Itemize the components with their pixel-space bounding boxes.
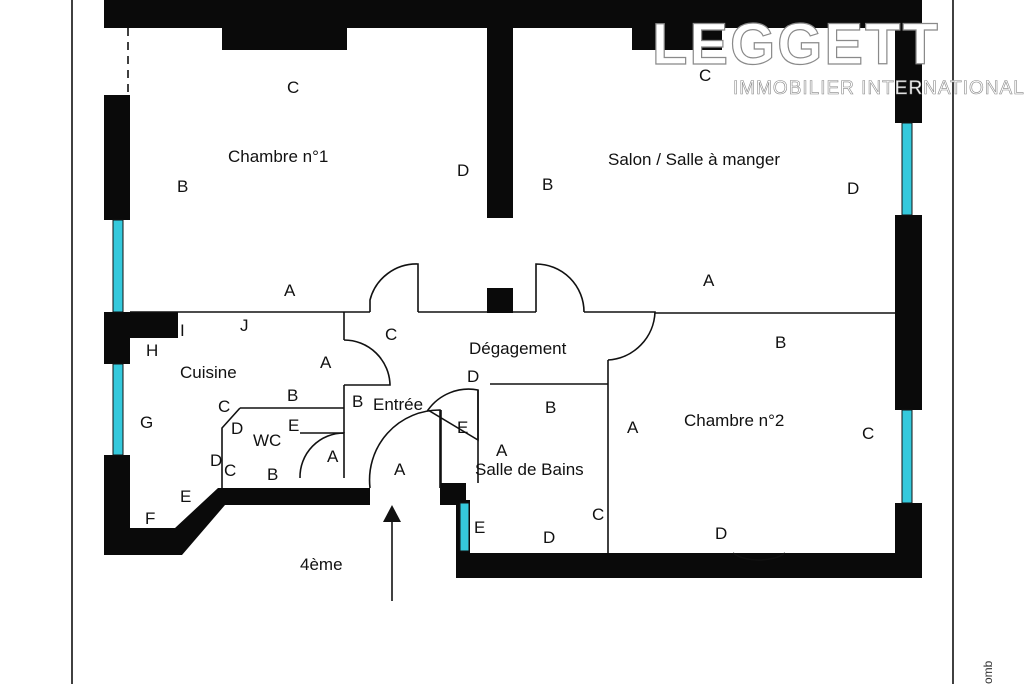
wall-label: C: [224, 461, 236, 480]
wall-labels: C B D A C B D A I J H A B C G D C E F D …: [140, 66, 874, 547]
wall-label: C: [699, 66, 711, 85]
room-salle-de-bains: Salle de Bains: [475, 460, 584, 479]
wall-label: A: [496, 441, 508, 460]
wall-label: E: [474, 518, 485, 537]
room-wc: WC: [253, 431, 281, 450]
room-cuisine: Cuisine: [180, 363, 237, 382]
wall-label: B: [177, 177, 188, 196]
wall-label: A: [327, 447, 339, 466]
wall-label: D: [231, 419, 243, 438]
wall-label: B: [287, 386, 298, 405]
wall-label: C: [862, 424, 874, 443]
wall-label: G: [140, 413, 153, 432]
doors: [299, 263, 786, 561]
room-salon: Salon / Salle à manger: [608, 150, 780, 169]
wall-label: F: [145, 509, 155, 528]
wall-label: A: [703, 271, 715, 290]
wall-label: D: [847, 179, 859, 198]
wall-label: B: [267, 465, 278, 484]
wall-label: B: [775, 333, 786, 352]
room-chambre-2: Chambre n°2: [684, 411, 784, 430]
logo-name: LEGGETT: [652, 12, 940, 77]
wall-label: B: [542, 175, 553, 194]
leggett-logo: LEGGETT IMMOBILIER INTERNATIONAL: [651, 11, 1024, 99]
wall-label: B: [545, 398, 556, 417]
wall-label: D: [467, 367, 479, 386]
wall-label: D: [210, 451, 222, 470]
wall-label: J: [240, 316, 249, 335]
wall-label: A: [320, 353, 332, 372]
wall-label: C: [218, 397, 230, 416]
wall-label: C: [287, 78, 299, 97]
wall-label: I: [180, 321, 185, 340]
walls: [104, 0, 922, 578]
wall-label: E: [288, 416, 299, 435]
wall-label: C: [592, 505, 604, 524]
wall-label: D: [715, 524, 727, 543]
wall-label: E: [180, 487, 191, 506]
room-chambre-1: Chambre n°1: [228, 147, 328, 166]
room-entree: Entrée: [373, 395, 423, 414]
windows: [112, 122, 913, 552]
room-degagement: Dégagement: [469, 339, 567, 358]
wall-label: A: [394, 460, 406, 479]
wall-label: H: [146, 341, 158, 360]
wall-label: D: [543, 528, 555, 547]
wall-label: A: [284, 281, 296, 300]
side-text: omb: [981, 660, 995, 684]
wall-label: E: [457, 418, 468, 437]
wall-label: C: [385, 325, 397, 344]
wall-label: B: [352, 392, 363, 411]
wall-label: A: [627, 418, 639, 437]
floor-label: 4ème: [300, 555, 343, 574]
wall-label: D: [457, 161, 469, 180]
logo-tagline: IMMOBILIER INTERNATIONAL: [733, 78, 1024, 99]
entry-arrow: [383, 505, 401, 601]
